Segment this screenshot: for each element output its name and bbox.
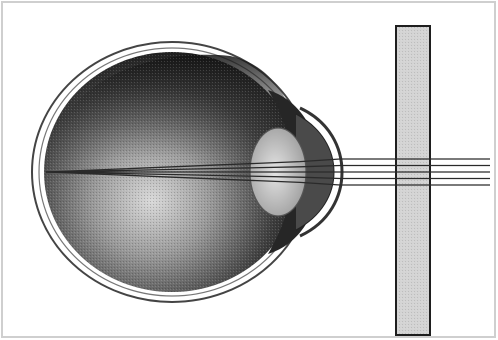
- corrective-lens-grain: [397, 27, 429, 334]
